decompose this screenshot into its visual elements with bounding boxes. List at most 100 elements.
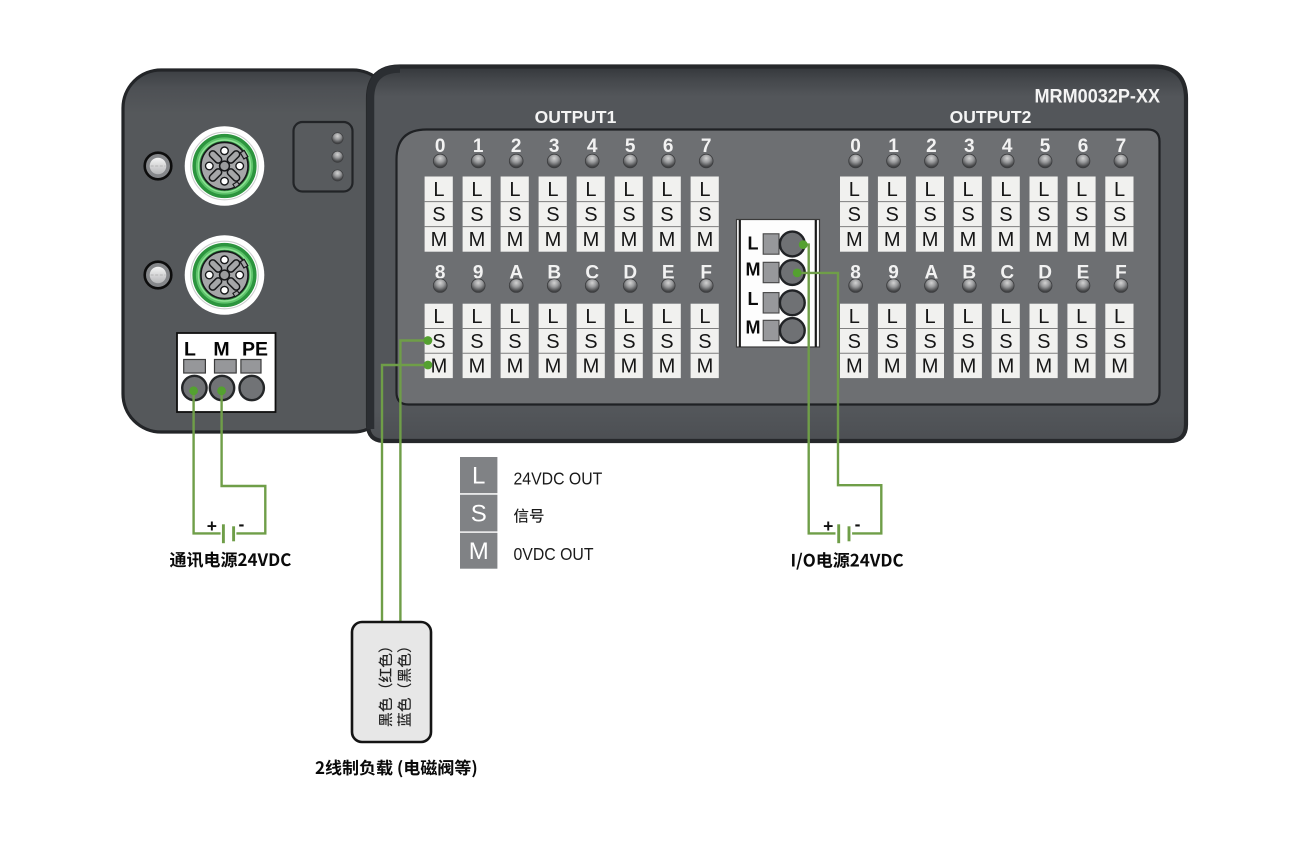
svg-text:M: M xyxy=(746,260,761,280)
svg-text:L: L xyxy=(184,339,196,361)
svg-text:S: S xyxy=(470,204,483,226)
svg-text:S: S xyxy=(961,204,974,226)
svg-text:S: S xyxy=(432,331,445,353)
svg-text:S: S xyxy=(546,204,559,226)
svg-text:S: S xyxy=(1075,331,1088,353)
svg-text:M: M xyxy=(1073,356,1090,378)
svg-text:L: L xyxy=(748,289,759,309)
svg-text:L: L xyxy=(699,179,710,201)
svg-text:PE: PE xyxy=(242,339,268,361)
svg-text:L: L xyxy=(623,179,634,201)
svg-text:L: L xyxy=(962,306,973,328)
svg-text:2: 2 xyxy=(926,136,937,157)
svg-text:M: M xyxy=(507,229,524,251)
svg-text:L: L xyxy=(1000,179,1011,201)
svg-text:3: 3 xyxy=(549,136,560,157)
svg-text:M: M xyxy=(697,229,714,251)
svg-text:-: - xyxy=(238,514,244,534)
svg-text:L: L xyxy=(1076,306,1087,328)
svg-text:M: M xyxy=(659,229,676,251)
svg-text:S: S xyxy=(848,331,861,353)
svg-text:6: 6 xyxy=(663,136,674,157)
svg-text:L: L xyxy=(887,306,898,328)
svg-text:9: 9 xyxy=(888,263,899,284)
svg-text:S: S xyxy=(1037,204,1050,226)
svg-text:L: L xyxy=(547,179,558,201)
svg-text:L: L xyxy=(925,306,936,328)
svg-text:M: M xyxy=(1111,356,1128,378)
svg-text:S: S xyxy=(1113,204,1126,226)
svg-text:M: M xyxy=(1035,356,1052,378)
svg-text:7: 7 xyxy=(701,136,712,157)
svg-text:MRM0032P-XX: MRM0032P-XX xyxy=(1035,86,1161,108)
svg-text:0: 0 xyxy=(435,136,446,157)
svg-text:L: L xyxy=(1114,306,1125,328)
svg-text:6: 6 xyxy=(1078,136,1089,157)
svg-text:B: B xyxy=(547,263,561,284)
svg-text:M: M xyxy=(469,356,486,378)
svg-text:S: S xyxy=(584,204,597,226)
svg-text:L: L xyxy=(1076,179,1087,201)
svg-text:L: L xyxy=(547,306,558,328)
svg-text:5: 5 xyxy=(625,136,636,157)
svg-text:A: A xyxy=(509,263,523,284)
svg-text:S: S xyxy=(1037,331,1050,353)
svg-text:L: L xyxy=(1038,306,1049,328)
svg-text:M: M xyxy=(659,356,676,378)
svg-text:S: S xyxy=(999,204,1012,226)
svg-text:OUTPUT1: OUTPUT1 xyxy=(535,107,617,127)
svg-text:S: S xyxy=(886,204,899,226)
svg-text:L: L xyxy=(962,179,973,201)
svg-text:M: M xyxy=(621,356,638,378)
svg-text:D: D xyxy=(1038,263,1052,284)
svg-text:S: S xyxy=(508,331,521,353)
svg-text:L: L xyxy=(471,306,482,328)
svg-text:M: M xyxy=(545,356,562,378)
svg-text:-: - xyxy=(855,514,861,534)
svg-text:7: 7 xyxy=(1116,136,1127,157)
svg-text:C: C xyxy=(585,263,599,284)
svg-text:S: S xyxy=(471,501,487,528)
svg-text:M: M xyxy=(545,229,562,251)
svg-text:M: M xyxy=(431,356,448,378)
svg-text:L: L xyxy=(472,463,485,490)
svg-text:M: M xyxy=(960,229,977,251)
svg-text:M: M xyxy=(922,356,939,378)
svg-text:M: M xyxy=(621,229,638,251)
svg-text:D: D xyxy=(623,263,637,284)
svg-text:L: L xyxy=(849,179,860,201)
svg-text:M: M xyxy=(1035,229,1052,251)
svg-text:L: L xyxy=(887,179,898,201)
svg-text:L: L xyxy=(748,234,759,254)
svg-text:M: M xyxy=(507,356,524,378)
svg-text:8: 8 xyxy=(435,263,446,284)
svg-text:M: M xyxy=(922,229,939,251)
svg-text:S: S xyxy=(961,331,974,353)
svg-text:M: M xyxy=(960,356,977,378)
svg-text:S: S xyxy=(660,204,673,226)
svg-text:M: M xyxy=(998,356,1015,378)
svg-text:L: L xyxy=(471,179,482,201)
svg-text:C: C xyxy=(1000,263,1014,284)
svg-text:L: L xyxy=(585,306,596,328)
svg-text:M: M xyxy=(213,339,229,361)
svg-text:L: L xyxy=(433,179,444,201)
svg-text:4: 4 xyxy=(587,136,598,157)
svg-text:B: B xyxy=(962,263,976,284)
svg-text:4: 4 xyxy=(1002,136,1013,157)
svg-text:S: S xyxy=(698,331,711,353)
svg-text:S: S xyxy=(622,204,635,226)
svg-text:M: M xyxy=(583,229,600,251)
svg-text:L: L xyxy=(1114,179,1125,201)
svg-text:24VDC OUT: 24VDC OUT xyxy=(514,468,603,488)
svg-text:S: S xyxy=(999,331,1012,353)
svg-text:L: L xyxy=(1038,179,1049,201)
svg-text:M: M xyxy=(846,356,863,378)
svg-text:S: S xyxy=(432,204,445,226)
svg-text:5: 5 xyxy=(1040,136,1051,157)
svg-text:1: 1 xyxy=(473,136,484,157)
svg-text:L: L xyxy=(433,306,444,328)
svg-text:+: + xyxy=(207,516,217,536)
svg-text:1: 1 xyxy=(888,136,899,157)
svg-text:S: S xyxy=(1075,204,1088,226)
